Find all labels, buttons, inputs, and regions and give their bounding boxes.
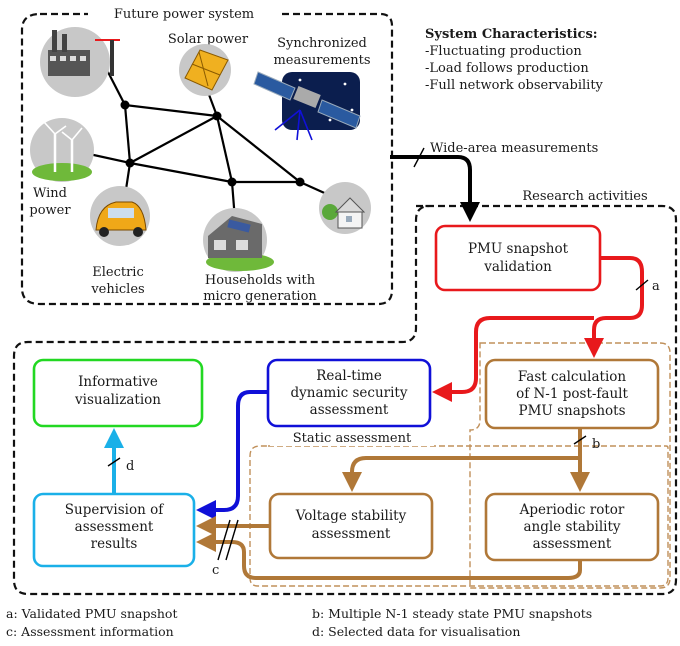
future-power-system-title: Future power system (114, 7, 254, 22)
legend-c: c: Assessment information (6, 624, 174, 639)
edge-a-to-rt-dsa (432, 316, 594, 402)
edge-d-tick (107, 457, 121, 467)
pmu-validation-line-1: PMU snapshot (468, 241, 569, 257)
info-vis-line-1: Informative (78, 374, 158, 390)
characteristic-item-1: -Fluctuating production (425, 44, 582, 59)
edge-c-tick-2 (225, 519, 239, 561)
grid-network (79, 71, 341, 221)
household-micro-icon: Households with micro generation (203, 208, 317, 304)
edge-b-to-voltage (342, 456, 580, 492)
edge-a-label: a (652, 279, 660, 294)
edge-a-tick (635, 279, 649, 291)
info-vis-line-2: visualization (74, 392, 161, 408)
grid-nodes (120, 100, 305, 187)
rt-dsa-line-2: dynamic security (291, 385, 408, 401)
electric-vehicle-icon: Electric vehicles (90, 186, 150, 297)
rt-dsa-line-1: Real-time (316, 368, 382, 384)
wind-label-1: Wind (33, 186, 67, 201)
sync-label-2: measurements (273, 53, 370, 68)
wide-area-label: Wide-area measurements (430, 141, 598, 156)
fast-calc-line-2: of N-1 post-fault (516, 386, 628, 402)
edge-a-to-fast-calc (584, 256, 644, 358)
edge-b-label: b (592, 437, 600, 452)
supervision-line-2: assessment (75, 519, 154, 535)
wide-area-arrow (390, 155, 480, 222)
sync-label-1: Synchronized (277, 36, 367, 51)
legend-d: d: Selected data for visualisation (312, 624, 520, 639)
characteristics-title: System Characteristics: (425, 27, 598, 42)
static-assessment-title-bg (270, 430, 434, 446)
research-activities-outline (12, 204, 678, 596)
info-vis-box[interactable] (32, 358, 204, 428)
rt-dsa-line-3: assessment (310, 402, 389, 418)
satellite-icon: Synchronized measurements (253, 36, 371, 141)
voltage-line-1: Voltage stability (295, 508, 407, 524)
characteristic-item-2: -Load follows production (425, 61, 589, 76)
power-plant-icon (40, 27, 120, 97)
fast-calc-line-3: PMU snapshots (519, 403, 626, 419)
static-assessment-outline (249, 445, 669, 587)
pmu-validation-line-2: validation (483, 259, 552, 275)
ev-label-2: vehicles (90, 282, 144, 297)
future-power-system-outline (20, 12, 394, 306)
small-house-icon (319, 182, 371, 234)
voltage-line-2: assessment (312, 526, 391, 542)
edge-rt-dsa-to-supervision (196, 390, 268, 520)
wind-turbine-icon: Wind power (29, 118, 94, 218)
wind-label-2: power (29, 203, 71, 218)
aperiodic-line-1: Aperiodic rotor (519, 502, 625, 518)
solar-label: Solar power (168, 32, 249, 47)
fast-calc-box[interactable] (484, 358, 660, 430)
aperiodic-line-2: angle stability (523, 519, 620, 535)
legend-b: b: Multiple N-1 steady state PMU snapsho… (312, 606, 592, 621)
solar-panel-icon: Solar power (168, 32, 249, 96)
pmu-validation-box[interactable] (434, 224, 602, 292)
research-activities-title: Research activities (522, 189, 647, 204)
edge-d-label: d (126, 459, 134, 474)
ev-label-1: Electric (92, 265, 144, 280)
household-label-1: Households with (205, 273, 316, 288)
supervision-line-3: results (91, 536, 138, 552)
aperiodic-line-3: assessment (533, 536, 612, 552)
research-activities-title-bg (500, 186, 672, 204)
edge-c-label: c (212, 563, 219, 578)
supervision-line-1: Supervision of (65, 502, 164, 518)
static-assessment-title: Static assessment (293, 431, 412, 446)
legend-a: a: Validated PMU snapshot (6, 606, 177, 621)
household-label-2: micro generation (203, 289, 317, 304)
characteristic-item-3: -Full network observability (425, 78, 604, 93)
edge-c-tick-1 (217, 519, 231, 561)
fast-calc-line-1: Fast calculation (518, 369, 627, 385)
edge-c-aperiodic-to-supervision (196, 532, 582, 580)
edge-b-tick (573, 435, 587, 445)
wide-area-tick (413, 147, 425, 168)
fast-calc-dashed-region (469, 342, 671, 589)
future-power-system-title-bg (88, 4, 278, 22)
aperiodic-box[interactable] (484, 492, 660, 562)
